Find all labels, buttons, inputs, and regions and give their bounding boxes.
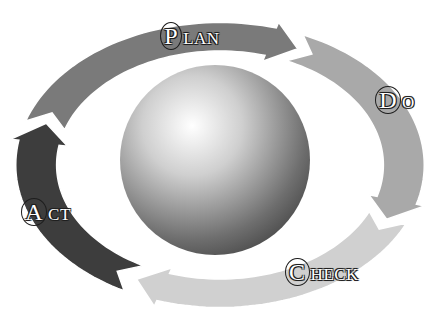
cycle-step: DO [375,86,415,115]
arrow-bands [10,22,424,307]
cycle-step: CHECK [285,258,359,287]
arrow-band [286,35,424,219]
step-label: ACT [21,198,71,227]
step-label: PLAN [160,22,219,51]
sphere [120,65,310,255]
cycle-step: PLAN [160,22,219,51]
cycle-step: ACT [21,198,71,227]
step-label: CHECK [285,258,359,287]
step-label: DO [375,86,415,115]
